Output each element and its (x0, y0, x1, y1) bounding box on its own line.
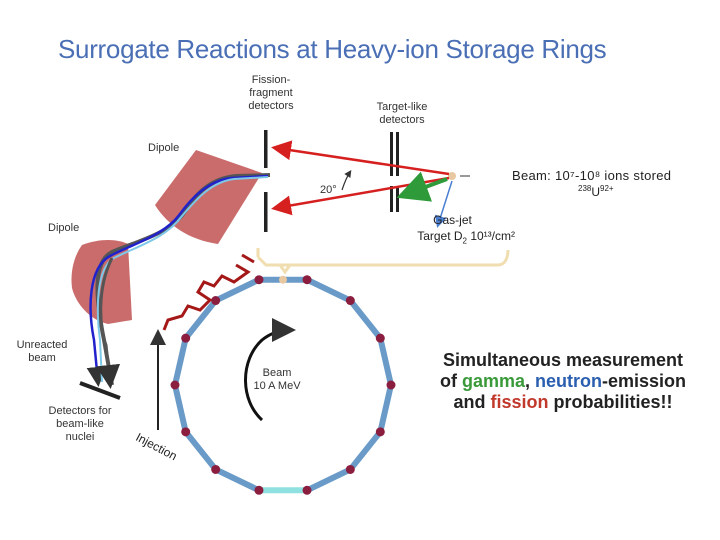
ring-target-point (279, 275, 287, 284)
ring-joint (211, 464, 221, 474)
beam-rotation-arrow (244, 318, 296, 422)
transfer-line (162, 253, 255, 331)
ring-joint (345, 296, 355, 306)
ring-joint (181, 333, 191, 343)
storage-ring (170, 275, 396, 495)
gamma-word: gamma (461, 371, 525, 391)
isotope-label: 238U92+ (578, 184, 614, 199)
ring-segment (347, 298, 383, 341)
statement-line1: Simultaneous measurement (442, 350, 684, 370)
beam-stored-label: Beam: 10⁷-10⁸ ions stored (512, 168, 671, 183)
neutron-word: neutron (535, 371, 602, 391)
target-detectors-label: Target-like detectors (362, 101, 442, 127)
ring-joint (302, 275, 312, 285)
unreacted-beam-label: Unreacted beam (12, 339, 72, 365)
ring-joint (211, 296, 221, 306)
text: and (453, 392, 491, 412)
label-line: nuclei (65, 431, 95, 443)
beam-trajectory-dark (96, 257, 121, 389)
text: , (524, 371, 535, 391)
label-line: fragment (249, 87, 293, 99)
ring-joint (254, 485, 264, 495)
beam-trajectory-blue (86, 174, 269, 387)
dipole-left-label: Dipole (48, 222, 80, 234)
text: of (439, 371, 462, 391)
isotope-mass: 238 (578, 184, 592, 193)
label-line: Target-like (376, 101, 428, 113)
page-title: Surrogate Reactions at Heavy-ion Storage… (58, 34, 607, 64)
gas-jet-target (448, 172, 456, 180)
fission-fragment-arrow-up (271, 140, 450, 176)
gas-jet-text: Gas-jet (433, 213, 472, 227)
ring-segment (305, 466, 352, 493)
angle-label: 20° (320, 184, 337, 196)
beam-trajectory-cyan (96, 176, 269, 383)
fission-word: fission (490, 392, 549, 412)
target-detector-d (396, 186, 399, 212)
ring-beam-label: Beam 10 A MeV (246, 367, 308, 393)
beam-ions: 10⁷-10⁸ ions stored (554, 168, 672, 183)
ring-segment (377, 384, 394, 433)
target-bracket (256, 249, 510, 267)
angle-indicator (341, 170, 352, 191)
target-detector-a (390, 132, 393, 176)
target-sub: 2 (462, 236, 467, 246)
fission-detectors-label: Fission- fragment detectors (236, 74, 306, 113)
fission-detector-upper (264, 130, 268, 168)
statement-line3: and fission probabilities!! (418, 392, 708, 413)
label-line: Detectors for (48, 405, 112, 417)
ring-segment (305, 277, 352, 304)
dipole-magnet-left (71, 240, 132, 324)
dipole-magnet-top (155, 150, 262, 244)
ring-joint (375, 427, 385, 437)
isotope-element: U (591, 185, 601, 199)
label-line: detectors (379, 114, 425, 126)
text: -emission (602, 371, 687, 391)
beam-like-detectors-label: Detectors for beam-like nuclei (30, 405, 130, 444)
fission-fragment-arrow-down (271, 176, 450, 216)
dipole-top-label: Dipole (148, 142, 180, 154)
ring-segment (183, 298, 219, 341)
label-line: Beam (262, 367, 292, 379)
target-density-text: Target D2 10¹³/cm² (390, 228, 515, 249)
target-detector-b (396, 132, 399, 176)
ring-joint (170, 380, 180, 390)
target-detector-c (390, 186, 393, 212)
ring-joint (345, 464, 355, 474)
gas-jet-label: Gas-jet Target D2 10¹³/cm² (390, 212, 515, 249)
ring-segment (214, 277, 261, 304)
target-prefix: Target D (417, 229, 463, 243)
beam-prefix: Beam: (512, 168, 555, 183)
label-line: detectors (248, 100, 294, 112)
ring-segment (214, 466, 261, 493)
ring-joint (302, 485, 312, 495)
beam-like-detector (79, 381, 121, 400)
statement-line2: of gamma, neutron-emission (418, 371, 708, 392)
ring-segment (172, 384, 189, 433)
label-line: Unreacted (16, 339, 68, 351)
isotope-charge: 92+ (600, 184, 614, 193)
label-line: 10 A MeV (253, 380, 301, 392)
ring-joint (386, 380, 396, 390)
ring-segment (377, 337, 394, 386)
ring-segment (172, 337, 189, 386)
label-line: beam-like (56, 418, 104, 430)
ring-segment (347, 429, 383, 472)
fission-detector-lower (264, 192, 268, 232)
ring-segment (183, 429, 219, 472)
label-line: Fission- (251, 74, 291, 86)
text: probabilities!! (548, 392, 673, 412)
target-density: 10¹³/cm² (467, 229, 515, 243)
target-like-arrow (396, 171, 448, 202)
ring-joint (181, 427, 191, 437)
beam-like-arrow (435, 180, 453, 228)
ring-joint (254, 275, 264, 285)
measurement-statement: Simultaneous measurement of gamma, neutr… (418, 350, 708, 413)
ring-joint (375, 333, 385, 343)
label-line: beam (28, 352, 56, 364)
